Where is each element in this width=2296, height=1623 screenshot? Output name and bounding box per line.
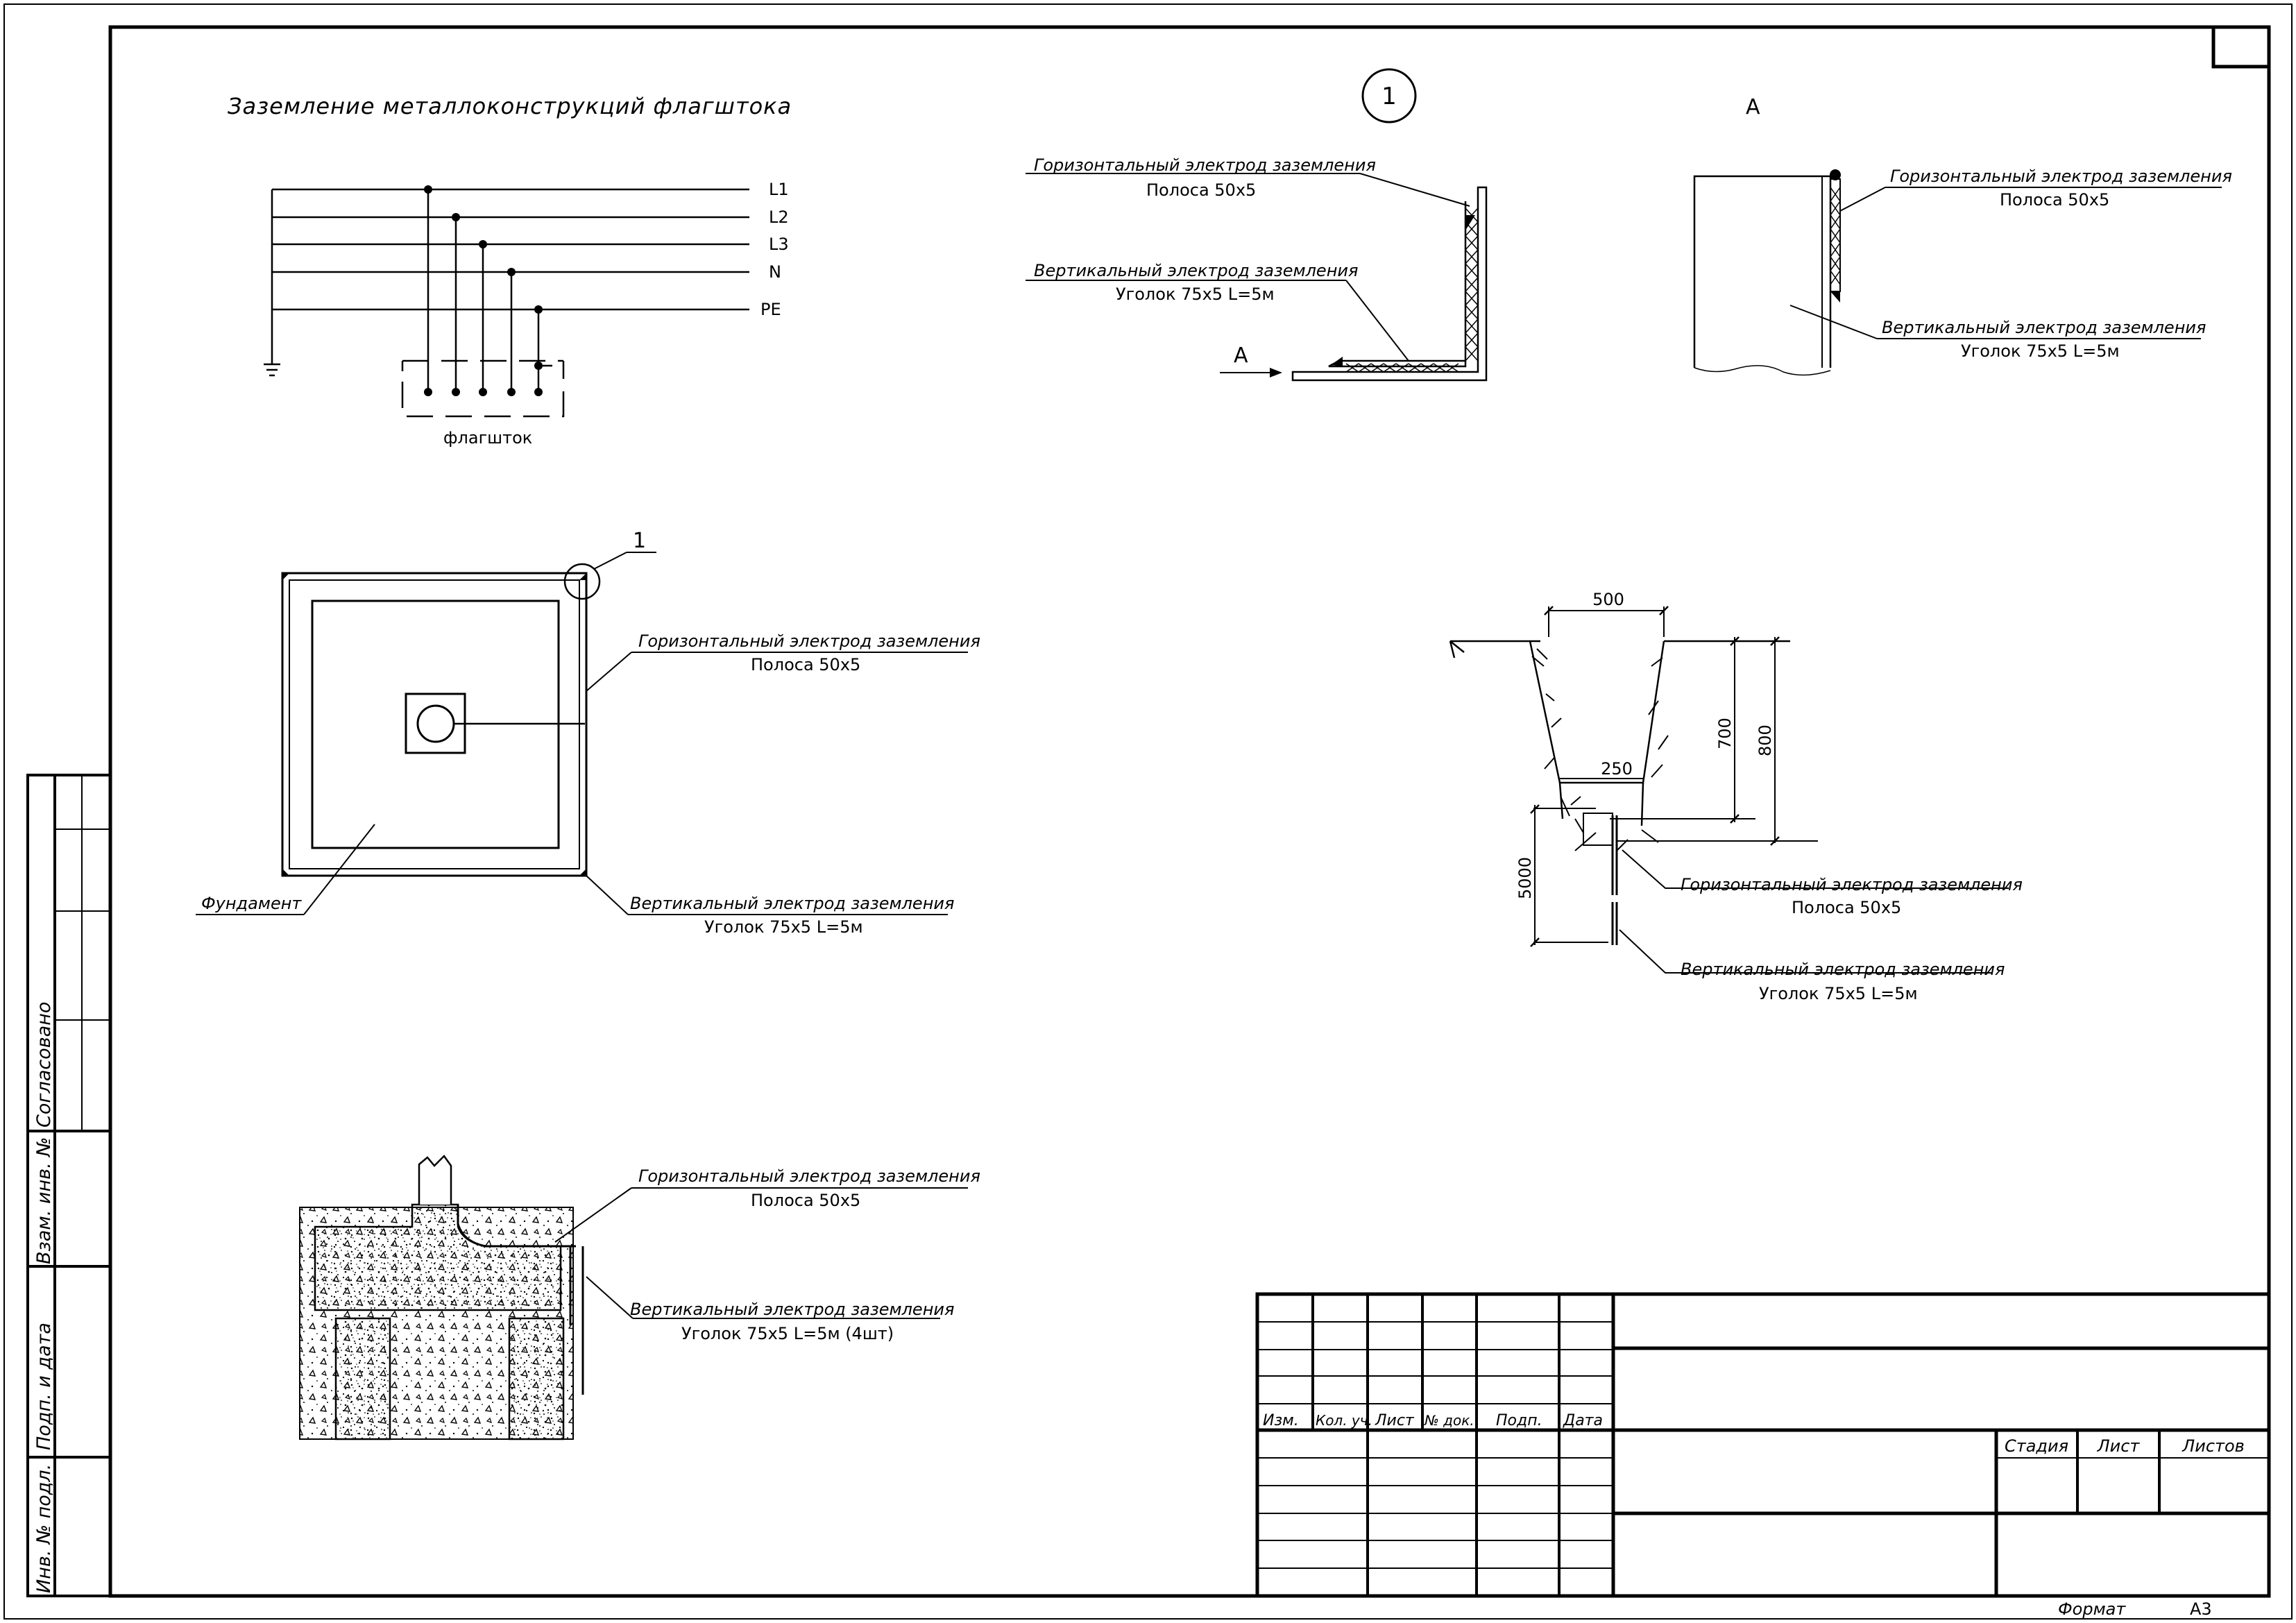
tb-header-kol: Кол. уч. — [1316, 1412, 1372, 1429]
tb-header-stage: Стадия — [2005, 1436, 2068, 1456]
view-a-h-spec: Полоса 50х5 — [2000, 190, 2109, 210]
section-h-spec: Полоса 50х5 — [751, 1191, 860, 1210]
tb-header-list: Лист — [1375, 1412, 1415, 1429]
line-label-l3: L3 — [769, 235, 789, 254]
plan-h-electrode: Горизонтальный электрод заземления — [638, 631, 980, 651]
view-a-v-electrode: Вертикальный электрод заземления — [1882, 318, 2206, 337]
trench-dim-5000: 5000 — [1515, 857, 1535, 899]
trench-h-spec: Полоса 50х5 — [1792, 898, 1901, 917]
section-v-electrode: Вертикальный электрод заземления — [630, 1300, 954, 1319]
view-arrow-label: А — [1234, 343, 1248, 368]
tb-header-doc: № док. — [1424, 1412, 1474, 1429]
section-h-electrode: Горизонтальный электрод заземления — [638, 1166, 980, 1186]
detail-corner-v-electrode: Вертикальный электрод заземления — [1034, 261, 1358, 280]
plan-v-electrode: Вертикальный электрод заземления — [630, 894, 954, 913]
side-label-inv-orig: Инв. № подл. — [33, 1464, 55, 1593]
detail-number-circle — [1361, 68, 1417, 124]
detail-corner-h-electrode: Горизонтальный электрод заземления — [1034, 155, 1376, 175]
schematic-nodes — [424, 185, 543, 396]
detail-number: 1 — [1381, 83, 1397, 110]
plan-h-spec: Полоса 50х5 — [751, 655, 860, 674]
foundation-plan-corners — [282, 573, 586, 876]
detail-corner-h-spec: Полоса 50х5 — [1146, 180, 1256, 200]
line-label-pe: PE — [760, 300, 781, 319]
trench-dim-800: 800 — [1755, 724, 1775, 756]
trench-dim-bottom: 250 — [1601, 759, 1633, 779]
trench-section — [1449, 606, 2009, 974]
tb-header-izm: Изм. — [1263, 1412, 1299, 1429]
detail-corner-welds — [1270, 215, 1475, 377]
single-line-schematic — [264, 188, 749, 418]
trench-dim-700: 700 — [1715, 717, 1735, 749]
detail-corner-drawing — [1026, 173, 1488, 382]
page-title: Заземление металлоконструкций флагштока — [228, 93, 792, 119]
foundation-plan — [196, 552, 968, 915]
side-label-replace-inv: Взам. инв. № — [33, 1137, 55, 1264]
line-label-l1: L1 — [769, 180, 789, 199]
plan-v-spec: Уголок 75х5 L=5м — [704, 917, 863, 937]
view-a-title: А — [1746, 95, 1760, 119]
detail-corner-v-spec: Уголок 75х5 L=5м — [1116, 284, 1275, 304]
tb-header-sheets: Листов — [2182, 1436, 2245, 1456]
trench-h-electrode: Горизонтальный электрод заземления — [1681, 875, 2023, 894]
side-label-agreed: Согласовано — [33, 1002, 55, 1128]
title-block — [1255, 1292, 2271, 1598]
view-a-welds — [1830, 169, 1841, 303]
line-label-n: N — [769, 262, 781, 282]
format-value: А3 — [2190, 1599, 2212, 1619]
view-a-h-electrode: Горизонтальный электрод заземления — [1890, 167, 2232, 186]
foundation-section — [299, 1155, 968, 1441]
side-stamp — [26, 774, 112, 1597]
trench-v-electrode: Вертикальный электрод заземления — [1681, 960, 2005, 979]
pole-label: флагшток — [443, 428, 532, 448]
plan-foundation-label: Фундамент — [201, 894, 302, 913]
line-label-l2: L2 — [769, 207, 789, 227]
format-label: Формат — [2058, 1599, 2126, 1619]
view-a-drawing — [1693, 175, 2222, 376]
side-label-sign-date: Подп. и дата — [33, 1323, 55, 1450]
trench-v-spec: Уголок 75х5 L=5м — [1759, 984, 1918, 1003]
tb-header-sign: Подп. — [1496, 1412, 1542, 1429]
section-v-spec: Уголок 75х5 L=5м (4шт) — [681, 1324, 894, 1343]
tb-header-date: Дата — [1563, 1412, 1603, 1429]
plan-detail-marker: 1 — [633, 529, 646, 553]
trench-dim-top: 500 — [1592, 590, 1624, 609]
view-a-v-spec: Уголок 75х5 L=5м — [1961, 341, 2120, 361]
tb-header-sheet: Лист — [2097, 1436, 2141, 1456]
